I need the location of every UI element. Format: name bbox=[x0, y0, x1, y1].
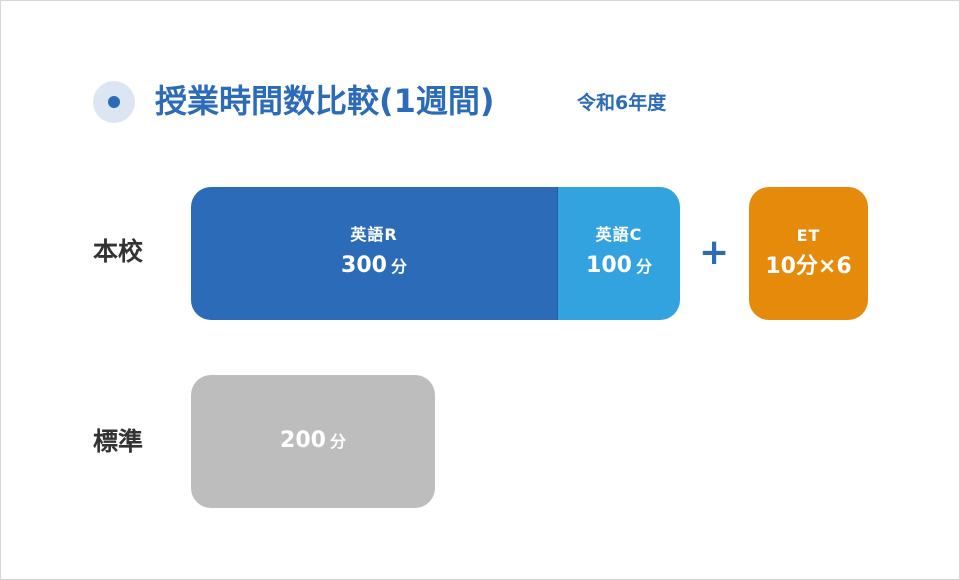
bar-segment-label: 英語C bbox=[595, 225, 643, 244]
bar-value-number: 200 bbox=[280, 428, 326, 453]
bar-value-unit: 分 bbox=[329, 432, 346, 451]
bar-et: ET 10分×6 bbox=[749, 187, 868, 320]
plus-sign: + bbox=[699, 232, 730, 273]
bar-value-unit: 分 bbox=[390, 257, 407, 276]
category-label-school: 本校 bbox=[93, 237, 144, 266]
bar-et-label: ET bbox=[796, 225, 821, 245]
bar-value-number: 300 bbox=[341, 253, 387, 278]
bar-segment-label: 英語R bbox=[350, 225, 398, 244]
chart-title: 授業時間数比較(1週間) bbox=[155, 82, 495, 120]
bullet-dot-icon bbox=[93, 81, 135, 123]
chart-subtitle: 令和6年度 bbox=[577, 92, 667, 114]
category-label-standard: 標準 bbox=[93, 427, 144, 456]
bar-value-unit: 分 bbox=[635, 257, 652, 276]
bar-et-value: 10分×6 bbox=[765, 253, 852, 279]
bar-value-number: 100 bbox=[586, 253, 632, 278]
